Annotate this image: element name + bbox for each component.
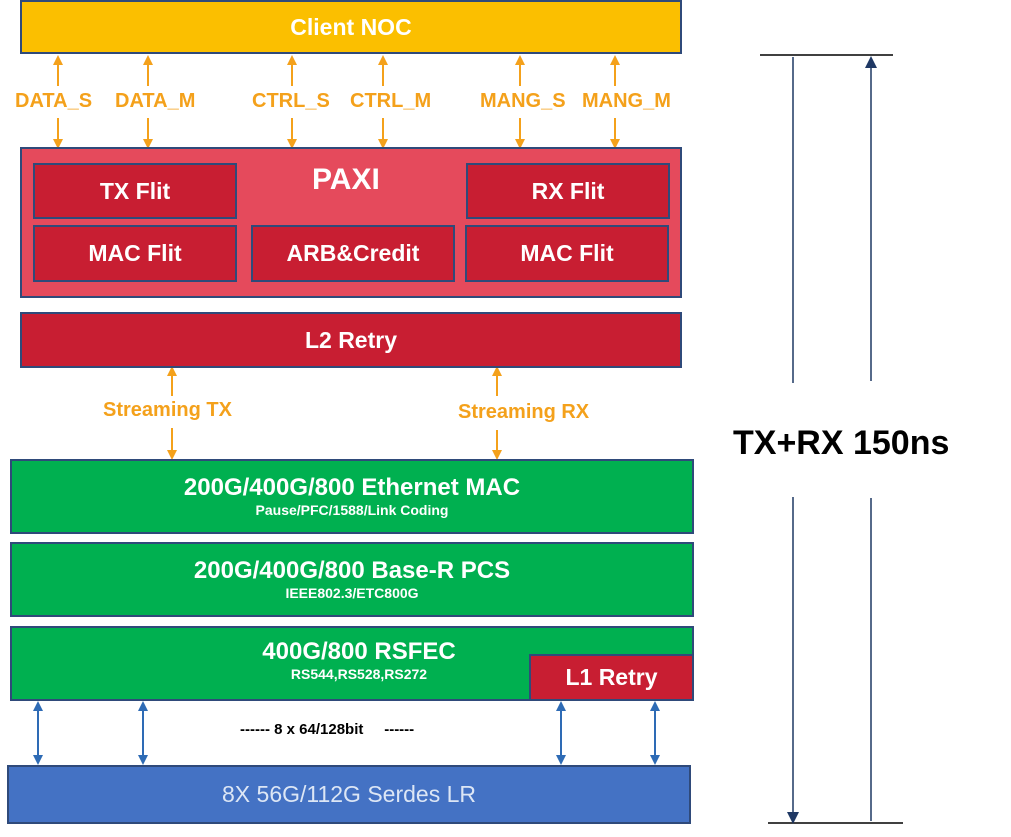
rsfec-subtitle: RS544,RS528,RS272 — [290, 666, 428, 682]
signal-data-m: DATA_M — [115, 90, 196, 112]
paxi-title: PAXI — [312, 163, 380, 196]
signal-mang-s: MANG_S — [480, 90, 566, 112]
signal-mang-m: MANG_M — [582, 90, 671, 112]
pcs-subtitle: IEEE802.3/ETC800G — [285, 585, 419, 601]
arb-credit-block: ARB&Credit — [251, 225, 455, 282]
l1-retry-label: L1 Retry — [565, 664, 658, 690]
mac-flit-left-label: MAC Flit — [88, 240, 182, 266]
l2-retry-block: L2 Retry — [20, 312, 682, 368]
rsfec-block: 400G/800 RSFEC RS544,RS528,RS272 — [10, 626, 694, 701]
streaming-tx-label: Streaming TX — [103, 399, 232, 421]
client-noc-label: Client NOC — [290, 13, 412, 40]
signal-ctrl-s: CTRL_S — [252, 90, 330, 112]
tx-flit-block: TX Flit — [33, 163, 237, 219]
rsfec-title: 400G/800 RSFEC — [262, 638, 456, 665]
streaming-rx-label: Streaming RX — [458, 401, 590, 423]
signal-ctrl-m: CTRL_M — [350, 90, 432, 112]
tx-flit-label: TX Flit — [99, 177, 171, 204]
serdes-label: 8X 56G/112G Serdes LR — [222, 781, 476, 807]
bus-width-label: ------ 8 x 64/128bit ------ — [240, 721, 415, 738]
serdes-block: 8X 56G/112G Serdes LR — [7, 765, 691, 824]
arb-credit-label: ARB&Credit — [286, 240, 420, 266]
rx-flit-label: RX Flit — [531, 177, 605, 204]
mac-flit-right-block: MAC Flit — [465, 225, 669, 282]
ethernet-mac-title: 200G/400G/800 Ethernet MAC — [183, 474, 521, 501]
client-noc-block: Client NOC — [20, 0, 682, 54]
pcs-block: 200G/400G/800 Base-R PCS IEEE802.3/ETC80… — [10, 542, 694, 617]
latency-label: TX+RX 150ns — [733, 424, 950, 462]
ethernet-mac-block: 200G/400G/800 Ethernet MAC Pause/PFC/158… — [10, 459, 694, 534]
l2-retry-label: L2 Retry — [304, 326, 398, 353]
mac-flit-left-block: MAC Flit — [33, 225, 237, 282]
signal-data-s: DATA_S — [15, 90, 93, 112]
l1-retry-block: L1 Retry — [529, 654, 694, 701]
mac-flit-right-label: MAC Flit — [520, 240, 614, 266]
rx-flit-block: RX Flit — [466, 163, 670, 219]
pcs-title: 200G/400G/800 Base-R PCS — [193, 557, 511, 584]
ethernet-mac-subtitle: Pause/PFC/1588/Link Coding — [255, 502, 449, 518]
